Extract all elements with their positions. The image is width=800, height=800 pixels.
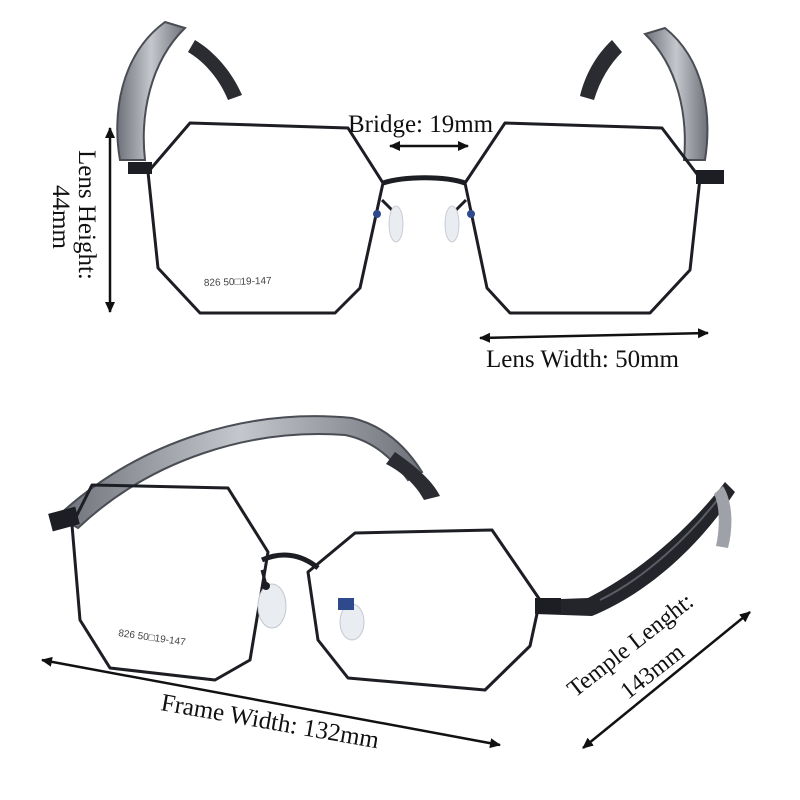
front-left-temple-tip	[188, 40, 242, 100]
lens-height-label-line2: 44mm	[47, 185, 74, 249]
angled-temple-marking: 826 50□19-147	[118, 628, 187, 648]
lens-height-label-line1: Lens Height:	[73, 150, 100, 280]
lens-width-arrow	[479, 328, 709, 343]
temple-length-arrow	[582, 611, 751, 749]
front-view-glasses: 826 50□19-147	[116, 20, 724, 315]
front-left-hinge	[128, 162, 152, 174]
angled-near-temple-tip	[714, 486, 732, 548]
front-right-lens-rim	[463, 121, 702, 315]
frame-width-arrow	[41, 656, 501, 749]
front-temple-marking: 826 50□19-147	[204, 276, 273, 289]
frame-width-label: Frame Width: 132mm	[159, 689, 382, 754]
angled-bridge	[260, 552, 320, 570]
bridge-label: Bridge: 19mm	[348, 111, 494, 138]
front-right-temple	[643, 26, 709, 161]
front-bridge	[382, 175, 466, 186]
angled-near-temple	[535, 482, 735, 616]
front-left-lens-rim	[146, 121, 385, 315]
angled-left-lens-rim	[70, 483, 270, 682]
front-nose-pads	[373, 198, 475, 243]
angled-near-temple-shine	[599, 493, 723, 601]
front-right-hinge	[696, 170, 724, 184]
angled-nose-pads	[257, 569, 365, 641]
angled-far-temple-tip	[386, 452, 440, 500]
front-left-temple	[116, 20, 187, 161]
lens-width-label: Lens Width: 50mm	[486, 346, 680, 373]
angled-far-temple	[56, 415, 424, 530]
front-right-temple-tip	[580, 40, 622, 100]
angled-near-hinge	[535, 598, 561, 614]
